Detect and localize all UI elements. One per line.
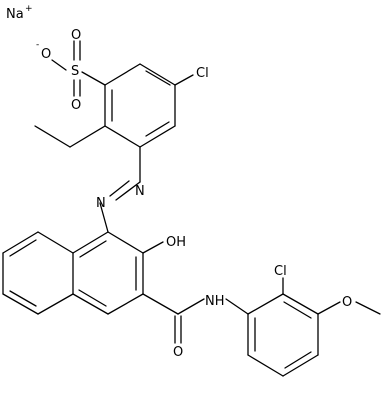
atom-labels: Na + O S O - O Cl N N OH NH O Cl O — [6, 4, 352, 360]
azo-nitrogen-1: N — [135, 184, 145, 199]
amide-nh-label: NH — [205, 294, 225, 309]
sulfonate-oxygen-bottom: O — [71, 98, 81, 113]
methoxy-oxygen-label: O — [342, 295, 352, 310]
sodium-charge: + — [25, 4, 33, 14]
chloro-top-label: Cl — [196, 66, 209, 81]
chloro-bottom-label: Cl — [274, 264, 287, 279]
oxide-charge: - — [36, 40, 39, 50]
hydroxy-label: OH — [166, 235, 186, 250]
amide-oxygen-label: O — [173, 345, 183, 360]
azo-nitrogen-2: N — [96, 196, 106, 211]
sulfonate-oxygen-top: O — [71, 28, 81, 43]
bond-lines — [2, 40, 381, 377]
sodium-label: Na — [6, 7, 24, 22]
sulfonate-oxygen-anion: O — [41, 47, 51, 62]
sulfur-label: S — [71, 64, 79, 79]
